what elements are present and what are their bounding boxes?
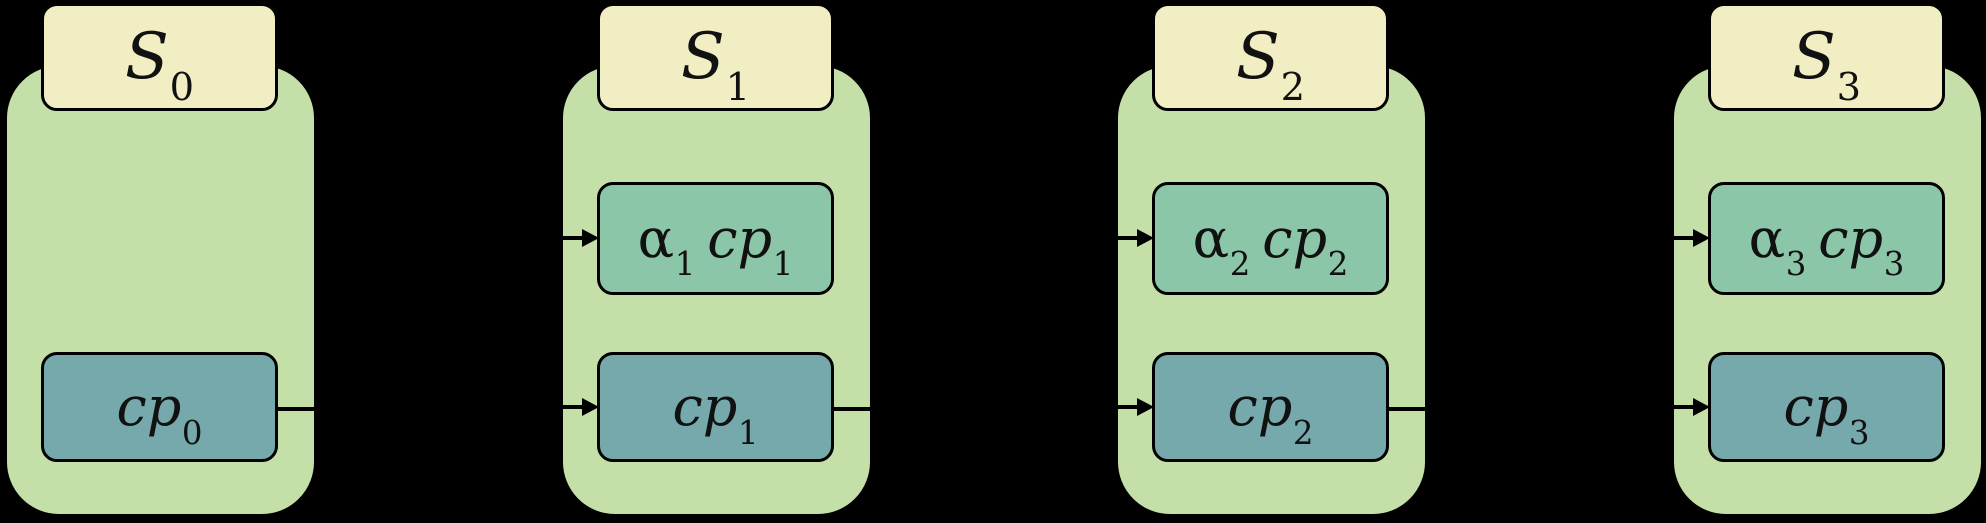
stage-s1-alpha-input-connector-line xyxy=(559,236,587,240)
stage-s0-cp-main: cp xyxy=(116,375,182,438)
stage-s1-output-connector-line xyxy=(831,407,870,411)
stage-s1-cp-arrow-head-icon xyxy=(582,398,599,416)
stage-s2-title: S2 xyxy=(1236,25,1305,107)
stage-s2-cp-main: cp xyxy=(1227,375,1293,438)
stage-s0-cp-label: cp0 xyxy=(116,380,202,450)
stage-s1-cp-sub: 1 xyxy=(737,413,759,452)
alpha-symbol: α xyxy=(637,206,675,270)
stage-s1-cp-box: cp1 xyxy=(597,352,834,462)
alpha-cp-main: cp xyxy=(707,206,773,270)
stage-s2-cp-sub: 2 xyxy=(1292,413,1314,452)
stage-s1-cp-label: cp1 xyxy=(672,380,758,450)
alpha-cp-main: cp xyxy=(1818,206,1884,270)
alpha-cp-sub: 2 xyxy=(1327,245,1349,284)
stage-s1-cp-input-connector-line xyxy=(559,405,587,409)
stage-s3-alpha-arrow-head-icon xyxy=(1693,229,1710,247)
stage-s0-output-connector-line xyxy=(275,407,314,411)
stage-s0-cp-sub: 0 xyxy=(181,413,203,452)
stage-s3-cp-main: cp xyxy=(1783,375,1849,438)
stage-s3-alpha-input-connector-line xyxy=(1670,236,1698,240)
stage-s2-title-main: S xyxy=(1235,20,1280,94)
stage-s0: S0 cp0 xyxy=(4,3,317,517)
alpha-cp-main: cp xyxy=(1262,206,1328,270)
stage-s1-header-tab: S1 xyxy=(597,3,834,111)
stage-s1-title: S1 xyxy=(681,25,750,107)
stage-s1-title-sub: 1 xyxy=(725,65,751,111)
stage-s1-cp-main: cp xyxy=(672,375,738,438)
alpha-cp-sub: 1 xyxy=(772,245,794,284)
stage-s3-title: S3 xyxy=(1792,25,1861,107)
stage-s2-cp-label: cp2 xyxy=(1227,380,1313,450)
stage-s2-header-tab: S2 xyxy=(1152,3,1389,111)
alpha-symbol: α xyxy=(1192,206,1230,270)
stage-s0-title-main: S xyxy=(124,20,169,94)
stage-s3-cp-input-connector-line xyxy=(1670,405,1698,409)
alpha-sub: 2 xyxy=(1229,245,1251,284)
stage-s2-cp-arrow-head-icon xyxy=(1137,398,1154,416)
stage-s3-cp-box: cp3 xyxy=(1708,352,1945,462)
stage-s3-title-main: S xyxy=(1791,20,1836,94)
stage-s0-title-sub: 0 xyxy=(169,65,195,111)
alpha-sub: 1 xyxy=(674,245,696,284)
stage-s3-title-sub: 3 xyxy=(1836,65,1862,111)
stage-s2-alpha-arrow-head-icon xyxy=(1137,229,1154,247)
stage-s0-title: S0 xyxy=(125,25,194,107)
stage-s1-title-main: S xyxy=(680,20,725,94)
alpha-cp-sub: 3 xyxy=(1883,245,1905,284)
stage-s0-cp-box: cp0 xyxy=(41,352,278,462)
stage-s1-alpha-arrow-head-icon xyxy=(582,229,599,247)
alpha-symbol: α xyxy=(1748,206,1786,270)
stage-s2-title-sub: 2 xyxy=(1280,65,1306,111)
stage-s2-output-connector-line xyxy=(1386,407,1425,411)
stage-s3-header-tab: S3 xyxy=(1708,3,1945,111)
stage-s3-cp-label: cp3 xyxy=(1783,380,1869,450)
stage-s0-header-tab: S0 xyxy=(41,3,278,111)
alpha-sub: 3 xyxy=(1785,245,1807,284)
stage-s2-cp-box: cp2 xyxy=(1152,352,1389,462)
stage-s2-alpha-input-connector-line xyxy=(1114,236,1142,240)
stage-s2-cp-input-connector-line xyxy=(1114,405,1142,409)
stage-s3-cp-sub: 3 xyxy=(1848,413,1870,452)
stage-s3-cp-arrow-head-icon xyxy=(1693,398,1710,416)
